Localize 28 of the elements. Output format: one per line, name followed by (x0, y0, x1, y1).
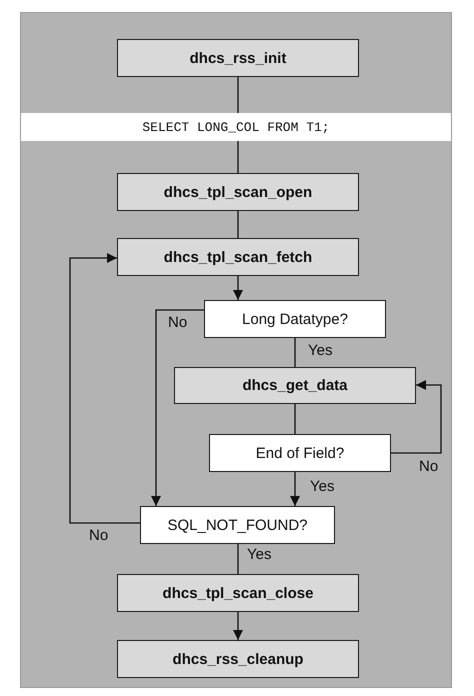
edge-label: Yes (246, 547, 272, 562)
connector-line (237, 141, 239, 173)
arrow (233, 612, 243, 640)
process-box: dhcs_get_data (174, 367, 416, 404)
arrow (391, 380, 442, 454)
decision-box: SQL_NOT_FOUND? (140, 506, 335, 544)
connector-line (294, 404, 296, 434)
arrow (69, 253, 140, 524)
connector-line (237, 211, 239, 238)
arrow (233, 276, 243, 300)
process-box: dhcs_tpl_scan_open (117, 173, 359, 211)
process-box: dhcs_tpl_scan_fetch (117, 238, 359, 276)
edge-label: Yes (309, 479, 336, 494)
edge-label: No (167, 315, 188, 330)
edge-label: Yes (307, 343, 334, 358)
connector-line (237, 77, 239, 113)
arrow (151, 309, 204, 506)
decision-box: Long Datatype? (204, 300, 386, 338)
decision-box: End of Field? (209, 434, 391, 472)
connector-line (294, 338, 296, 367)
process-box: dhcs_rss_cleanup (117, 640, 359, 678)
edge-label: No (418, 459, 440, 474)
connector-line (237, 544, 239, 574)
arrow (290, 472, 300, 506)
process-box: dhcs_rss_init (117, 39, 359, 77)
sql-statement-band: SELECT LONG_COL FROM T1; (21, 113, 451, 141)
process-box: dhcs_tpl_scan_close (117, 574, 359, 612)
edge-label: No (88, 528, 110, 543)
